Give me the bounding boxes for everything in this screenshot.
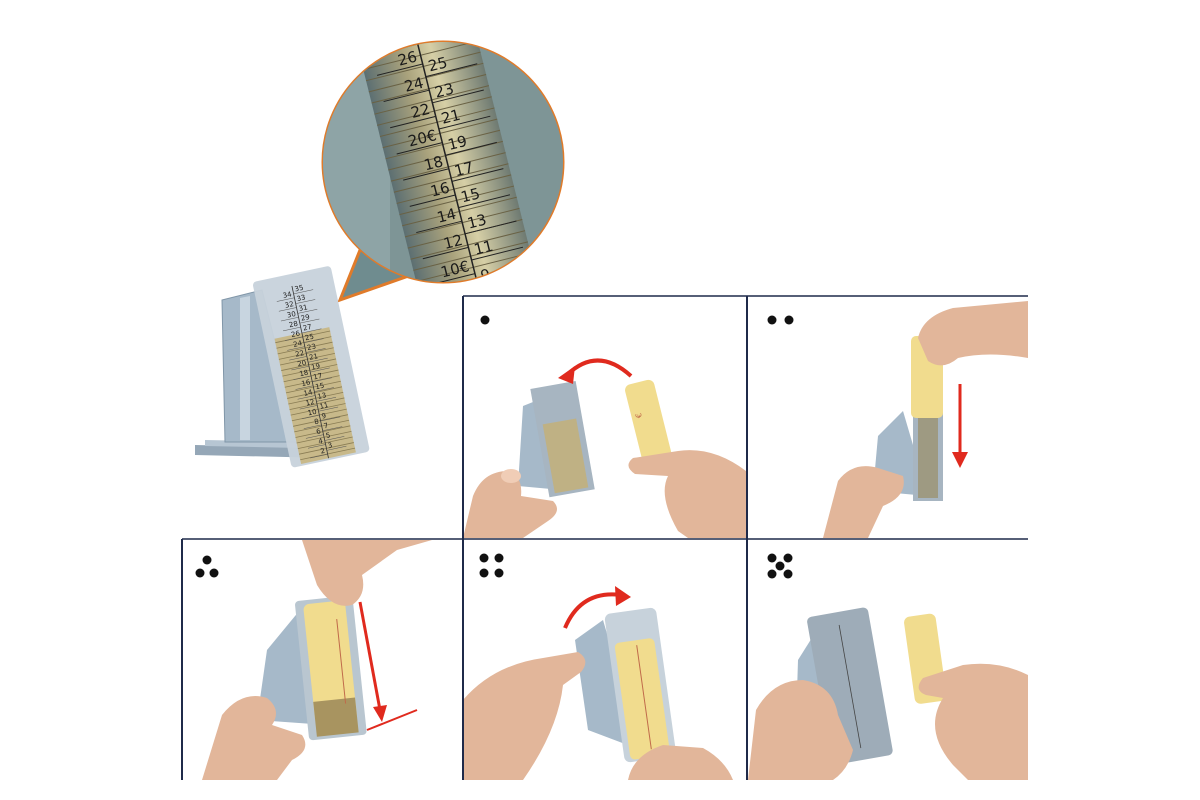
hand-icon — [302, 540, 432, 606]
step-5-dots — [767, 553, 793, 579]
device-scale-left: 26 — [290, 329, 301, 339]
device-scale-right: 35 — [294, 284, 304, 294]
magnifier-scale-left: 16 — [429, 178, 452, 200]
magnifier-scale-right: 15 — [459, 184, 482, 206]
magnifier-scale-left: 24 — [402, 74, 425, 96]
magnifier-scale-right: 17 — [452, 158, 475, 180]
hand-icon — [823, 466, 904, 538]
step-2-panel — [748, 296, 1028, 538]
device-scale-right: 19 — [311, 362, 321, 372]
magnifier-scale-right: 21 — [439, 106, 462, 128]
step-5-panel — [748, 540, 1028, 780]
paper-roll-icon — [303, 600, 357, 724]
step-2-dots — [767, 315, 794, 325]
hand-icon — [463, 471, 557, 538]
svg-text:€: € — [634, 412, 644, 419]
hand-icon — [202, 696, 306, 780]
magnifier-scale-right: 25 — [426, 53, 449, 75]
device-scale-right: 3 — [327, 441, 333, 450]
device-scale-left: 20 — [297, 359, 307, 369]
device-scale-left: 10 — [307, 408, 317, 418]
device-scale-left: 34 — [282, 290, 293, 300]
step-1-dots — [480, 315, 490, 325]
curved-arrow-icon — [563, 592, 622, 629]
hand-icon — [918, 663, 1028, 780]
hand-icon — [918, 301, 1028, 366]
magnifier-scale-left: 22 — [409, 100, 432, 122]
magnifier-scale-right: 23 — [433, 80, 456, 102]
device-scale-right: 21 — [308, 352, 318, 362]
step-3-panel — [182, 540, 461, 780]
device-scale-right: 5 — [325, 431, 331, 440]
device-scale-left: 16 — [301, 378, 312, 388]
magnifier-scale-left: 14 — [435, 205, 458, 227]
device-scale-left: 4 — [318, 437, 325, 446]
device-scale-left: 14 — [303, 388, 314, 398]
device-scale-right: 15 — [315, 382, 325, 392]
device-scale-left: 12 — [305, 398, 315, 408]
device-scale-left: 6 — [316, 427, 323, 436]
magnifier-scale-right: 19 — [446, 132, 469, 154]
step-1-panel: € — [463, 296, 746, 538]
device-scale-left: 2 — [320, 447, 326, 456]
magnifier-scale-left: 18 — [422, 152, 445, 174]
paper-roll-icon — [625, 379, 673, 468]
device-scale-left: 22 — [295, 349, 305, 359]
device-scale-right: 17 — [313, 372, 323, 382]
device-scale-right: 9 — [321, 412, 327, 421]
device-scale-left: 30 — [286, 310, 296, 320]
magnifier-scale-left: 12 — [442, 231, 465, 253]
hand-icon — [748, 680, 853, 780]
magnifier-scale-right: 11 — [472, 237, 495, 259]
step-4-dots — [479, 553, 504, 578]
device-scale-right: 11 — [319, 401, 329, 411]
curved-arrow-icon — [566, 358, 633, 378]
hand-icon — [628, 450, 746, 538]
hand-icon — [463, 652, 586, 780]
device-scale-left: 24 — [292, 339, 303, 349]
device-scale-right: 33 — [296, 294, 306, 304]
hand-icon — [628, 745, 733, 780]
device-scale-right: 13 — [317, 391, 327, 401]
device-scale-left: 32 — [284, 300, 294, 310]
device-scale-right: 29 — [300, 313, 310, 323]
device-scale-right: 25 — [304, 333, 314, 343]
magnifier-scale-right: 13 — [466, 211, 489, 233]
down-arrow-icon — [358, 601, 382, 711]
device-scale-left: 28 — [288, 320, 298, 330]
device-scale-left: 18 — [299, 369, 309, 379]
magnifier-scale-left: 26 — [396, 48, 419, 70]
device-scale-left: 8 — [313, 417, 319, 426]
step-3-dots — [195, 555, 219, 578]
device-scale-right: 23 — [306, 342, 316, 352]
device-scale-right: 31 — [298, 303, 308, 313]
device-scale-right: 7 — [323, 422, 329, 431]
step-4-panel — [463, 540, 746, 780]
device-scale-right: 27 — [302, 323, 312, 333]
paper-roll-icon — [614, 638, 670, 760]
